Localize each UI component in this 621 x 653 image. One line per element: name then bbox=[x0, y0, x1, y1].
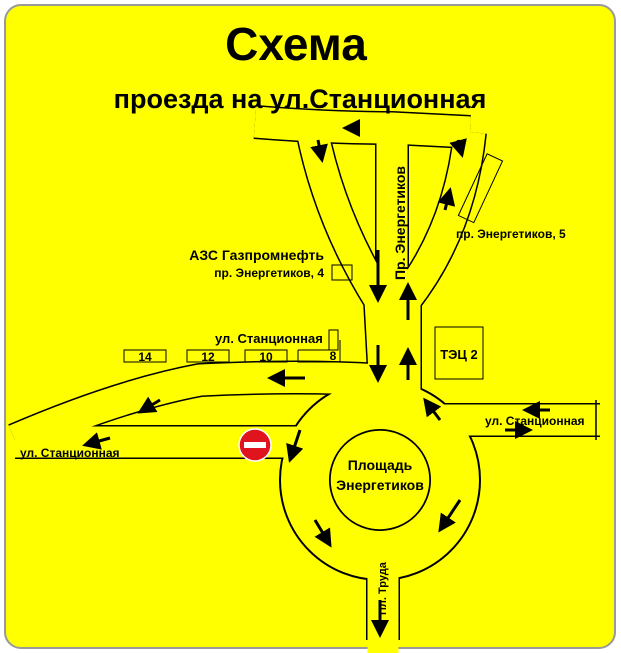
trud-label: Пл. Труда bbox=[377, 561, 389, 615]
square-island bbox=[329, 429, 431, 531]
roundabout bbox=[281, 381, 479, 579]
stancionnaya-top-label: ул. Станционная bbox=[215, 331, 323, 346]
tec-label: ТЭЦ 2 bbox=[440, 347, 478, 362]
building-8: 8 bbox=[330, 349, 337, 363]
prospekt-label: Пр. Энергетиков bbox=[392, 166, 408, 280]
stancionnaya-right-label: ул. Станционная bbox=[485, 414, 585, 428]
square-label-line2: Энергетиков bbox=[336, 477, 424, 493]
building-10: 10 bbox=[259, 350, 273, 364]
map-subtitle: проезда на ул.Станционная bbox=[114, 84, 487, 114]
azs-address: пр. Энергетиков, 4 bbox=[214, 266, 324, 280]
no-entry-sign-icon bbox=[238, 428, 272, 462]
direction-arrow-icon bbox=[82, 119, 550, 638]
building-12: 12 bbox=[201, 350, 215, 364]
energetikov-5-label: пр. Энергетиков, 5 bbox=[456, 227, 566, 241]
azs-name: АЗС Газпромнефть bbox=[189, 247, 324, 263]
buildings bbox=[123, 153, 504, 380]
stancionnaya-left-label: ул. Станционная bbox=[20, 446, 120, 460]
map-title: Схема bbox=[225, 18, 367, 70]
building-14: 14 bbox=[138, 350, 152, 364]
square-label-line1: Площадь bbox=[348, 457, 413, 473]
